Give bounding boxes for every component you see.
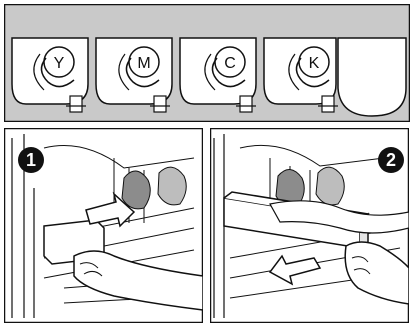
waste-toner-slot: [338, 38, 406, 116]
cartridge-label-m: M: [137, 55, 150, 72]
cartridge-slot-m: [96, 38, 172, 112]
step-2-panel: 2: [210, 128, 409, 323]
cartridge-label-y: Y: [54, 55, 65, 72]
cartridge-slot-y: [12, 38, 88, 112]
toner-slot-panel: Y M C K: [4, 4, 410, 122]
cartridge-label-c: C: [224, 55, 236, 72]
step-number-badge: 2: [378, 147, 404, 173]
cartridge-slot-c: [180, 38, 256, 112]
cartridge-label-k: K: [309, 55, 320, 72]
cartridge-slot-k: [264, 38, 338, 112]
step-1-panel: 1: [4, 128, 203, 323]
step-number-badge: 1: [18, 147, 44, 173]
